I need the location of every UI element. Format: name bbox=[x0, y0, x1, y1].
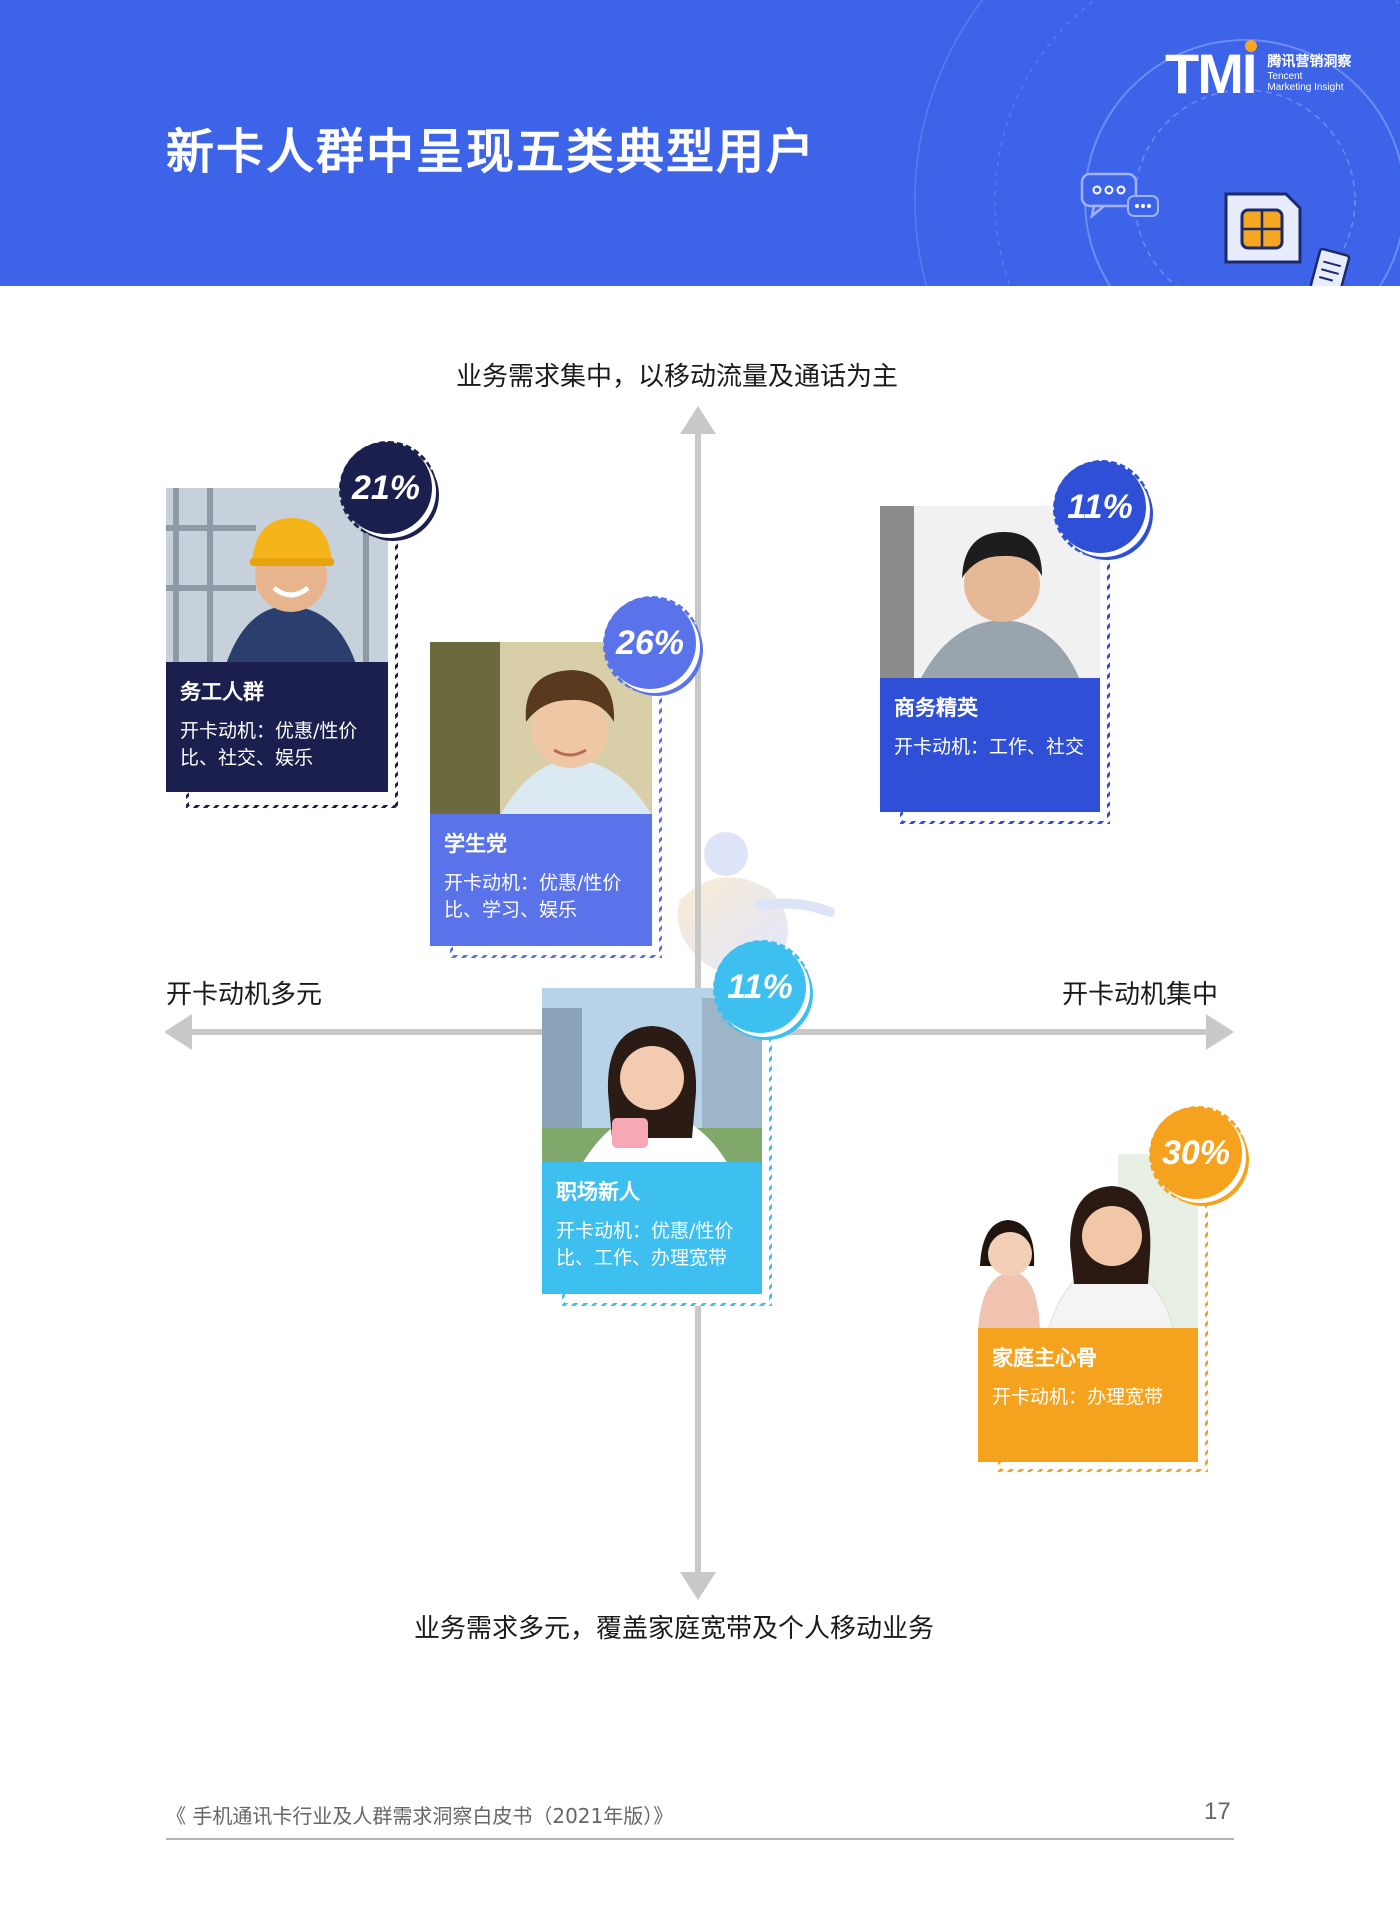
persona-motive: 开卡动机：优惠/性价比、学习、娱乐 bbox=[444, 872, 622, 921]
axis-arrow-up bbox=[680, 406, 716, 434]
percent-badge: 30% bbox=[1150, 1107, 1242, 1199]
brand-name-cn: 腾讯营销洞察 bbox=[1267, 54, 1352, 71]
persona-info-newcomer: 职场新人 开卡动机：优惠/性价比、工作、办理宽带 bbox=[542, 1162, 762, 1294]
brand-dot bbox=[1245, 40, 1258, 52]
persona-motive: 开卡动机：优惠/性价比、社交、娱乐 bbox=[180, 720, 358, 769]
footer-divider bbox=[166, 1838, 1234, 1840]
axis-label-top: 业务需求集中，以移动流量及通话为主 bbox=[456, 362, 899, 392]
axis-arrow-right bbox=[1206, 1014, 1234, 1050]
persona-motive: 开卡动机：优惠/性价比、工作、办理宽带 bbox=[556, 1220, 734, 1269]
page-title: 新卡人群中呈现五类典型用户 bbox=[166, 124, 817, 180]
persona-motive: 开卡动机：工作、社交 bbox=[894, 736, 1085, 758]
chat-bubbles-icon bbox=[1080, 172, 1159, 220]
brand-logo: TMI 腾讯营销洞察 Tencent Marketing Insight bbox=[1165, 40, 1351, 105]
axis-arrow-down bbox=[680, 1572, 716, 1600]
brand-name-en-1: Tencent bbox=[1267, 70, 1303, 82]
axis-label-left: 开卡动机多元 bbox=[166, 980, 323, 1010]
persona-photo-business bbox=[880, 506, 1100, 680]
percent-badge: 21% bbox=[340, 442, 432, 534]
persona-name: 职场新人 bbox=[556, 1180, 640, 1204]
document-icon bbox=[1310, 248, 1351, 286]
percent-badge: 11% bbox=[1054, 461, 1146, 553]
axis-label-bottom: 业务需求多元，覆盖家庭宽带及个人移动业务 bbox=[414, 1614, 935, 1644]
percent-badge: 26% bbox=[604, 597, 696, 689]
axis-arrow-left bbox=[164, 1014, 192, 1050]
brand-mark: TMI bbox=[1165, 40, 1257, 105]
persona-name: 家庭主心骨 bbox=[992, 1346, 1097, 1370]
page-number: 17 bbox=[1204, 1798, 1231, 1825]
percent-badge: 11% bbox=[714, 941, 806, 1033]
persona-info-family: 家庭主心骨 开卡动机：办理宽带 bbox=[978, 1328, 1198, 1462]
axis-label-right: 开卡动机集中 bbox=[1062, 980, 1219, 1010]
persona-motive: 开卡动机：办理宽带 bbox=[992, 1386, 1164, 1408]
persona-name: 务工人群 bbox=[180, 680, 264, 704]
persona-info-student: 学生党 开卡动机：优惠/性价比、学习、娱乐 bbox=[430, 814, 652, 946]
persona-info-worker: 务工人群 开卡动机：优惠/性价比、社交、娱乐 bbox=[166, 662, 388, 792]
brand-text: 腾讯营销洞察 Tencent Marketing Insight bbox=[1267, 54, 1351, 93]
persona-photo-student bbox=[430, 642, 652, 816]
brand-name-en-2: Marketing Insight bbox=[1267, 82, 1344, 94]
persona-name: 学生党 bbox=[444, 832, 507, 856]
sim-card-icon bbox=[1224, 192, 1302, 264]
footer-source: 《 手机通讯卡行业及人群需求洞察白皮书（2021年版）》 bbox=[166, 1804, 674, 1828]
persona-info-business: 商务精英 开卡动机：工作、社交 bbox=[880, 678, 1100, 812]
header-banner: 新卡人群中呈现五类典型用户 TMI 腾讯营销洞察 Tencent Marketi… bbox=[0, 0, 1400, 286]
persona-name: 商务精英 bbox=[894, 696, 978, 720]
